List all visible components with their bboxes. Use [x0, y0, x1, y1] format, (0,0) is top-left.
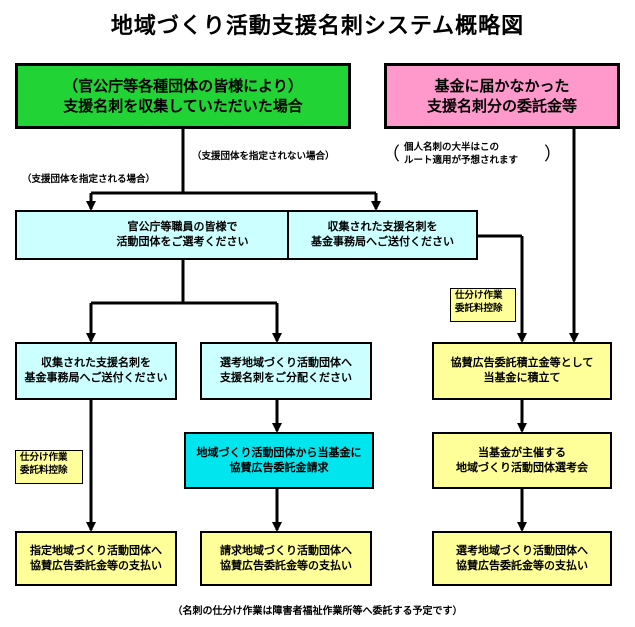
- footer-note: （名刺の仕分け作業は障害者福祉作業所等へ委託する予定です）: [172, 606, 463, 617]
- send-office-top-line2: 基金事務局へご送付ください: [311, 235, 454, 248]
- reserve-line2: 当基金に積立て: [483, 371, 561, 384]
- note-designated: （支援団体を指定される場合）: [22, 174, 156, 185]
- send-fund-office-top-box: 収集された支援名刺を 基金事務局へご送付ください: [287, 210, 478, 260]
- fee-deduction-right: 仕分け作業 委託料控除: [450, 288, 516, 322]
- diagram-title: 地域づくり活動支援名刺システム概略図: [110, 14, 525, 39]
- note-individual-cards: 個人名刺の大半はこの ルート適用が予想されます: [404, 141, 518, 168]
- meeting-line1: 当基金が主催する: [478, 445, 566, 459]
- send-office-top-line1: 収集された支援名刺を: [327, 220, 438, 234]
- pay-selected-line2: 協賛広告委託金等の支払い: [456, 558, 588, 572]
- pay-selected-box: 選考地域づくり活動団体へ 協賛広告委託金等の支払い: [432, 531, 612, 586]
- fee-deduction-left: 仕分け作業 委託料控除: [15, 450, 83, 484]
- distribute-cards-box: 選考地域づくり活動団体へ 支援名刺をご分配ください: [200, 342, 372, 400]
- pay-selected-line1: 選考地域づくり活動団体へ: [456, 543, 588, 557]
- pay-claim-line1: 請求地域づくり活動団体へ: [220, 543, 352, 557]
- source-fund-line1: 基金に届かなかった: [434, 76, 570, 95]
- source-fund-line2: 支援名刺分の委託金等: [426, 97, 577, 115]
- source-fund-box: 基金に届かなかった 支援名刺分の委託金等: [384, 63, 620, 129]
- note-not-designated: （支援団体を指定されない場合）: [192, 151, 335, 162]
- send-office-left-line2: 基金事務局へご送付ください: [24, 371, 168, 384]
- pay-claim-line2: 協賛広告委託金等の支払い: [220, 558, 352, 572]
- source-organizations-box: （官公庁等各種団体の皆様により） 支援名刺を収集していただいた場合: [15, 63, 351, 129]
- send-office-left-line1: 収集された支援名刺を: [41, 356, 151, 370]
- reserve-line1: 協賛広告委託積立金等として: [450, 356, 594, 370]
- note-individual-line2: ルート適用が予想されます: [404, 155, 519, 167]
- fee-right-line2: 委託料控除: [455, 302, 503, 314]
- meeting-line2: 地域づくり活動団体選考会: [456, 460, 588, 474]
- select-groups-line2: 活動団体をご選考ください: [116, 235, 249, 248]
- source-org-line1: （官公庁等各種団体の皆様により）: [63, 76, 303, 95]
- pay-designated-line1: 指定地域づくり活動団体へ: [30, 543, 162, 557]
- claim-line2: 協賛広告委託金請求: [229, 460, 329, 474]
- claim-box: 地域づくり活動団体から当基金に 協賛広告委託金請求: [184, 432, 374, 489]
- source-org-line2: 支援名刺を収集していただいた場合: [63, 97, 303, 115]
- distribute-line1: 選考地域づくり活動団体へ: [220, 356, 352, 370]
- pay-designated-box: 指定地域づくり活動団体へ 協賛広告委託金等の支払い: [15, 531, 177, 586]
- pay-designated-line2: 協賛広告委託金等の支払い: [30, 558, 162, 572]
- note-paren-close: ）: [544, 144, 562, 165]
- claim-line1: 地域づくり活動団体から当基金に: [196, 445, 362, 459]
- selection-meeting-box: 当基金が主催する 地域づくり活動団体選考会: [432, 432, 612, 489]
- distribute-line2: 支援名刺をご分配ください: [220, 371, 352, 384]
- fee-right-line1: 仕分け作業: [455, 290, 503, 301]
- pay-claim-box: 請求地域づくり活動団体へ 協賛広告委託金等の支払い: [200, 531, 372, 586]
- note-paren-open: （: [382, 144, 400, 165]
- fee-left-line2: 委託料控除: [20, 464, 68, 476]
- reserve-box: 協賛広告委託積立金等として 当基金に積立て: [432, 342, 612, 400]
- note-individual-line1: 個人名刺の大半はこの: [404, 142, 500, 153]
- fee-left-line1: 仕分け作業: [20, 452, 68, 463]
- send-fund-office-left-box: 収集された支援名刺を 基金事務局へご送付ください: [15, 342, 177, 400]
- select-groups-line1: 官公庁等職員の皆様で: [127, 220, 238, 234]
